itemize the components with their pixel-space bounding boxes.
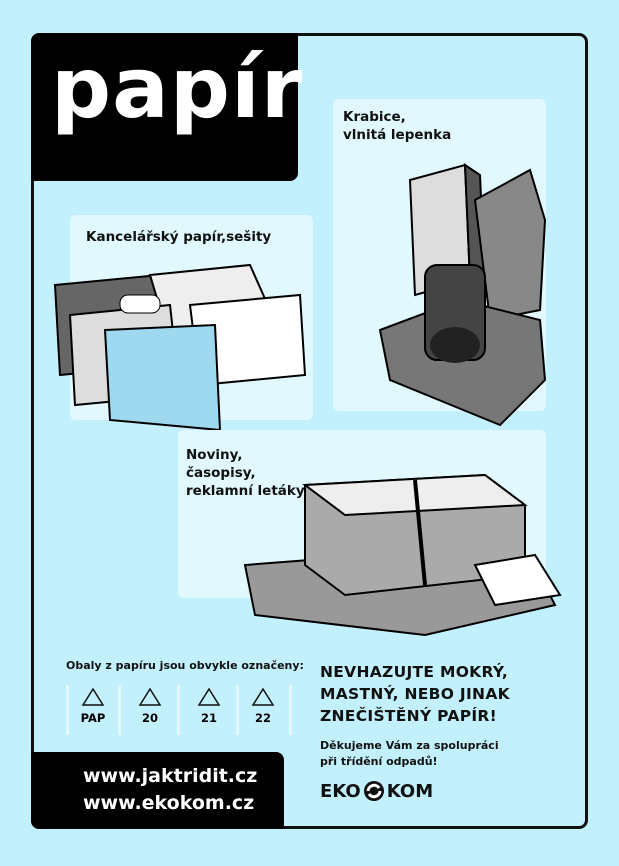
warning-text: NEVHAZUJTE MOKRÝ, MASTNÝ, NEBO JINAK ZNE… — [320, 661, 510, 727]
label-line: Krabice, — [343, 109, 406, 125]
divider — [289, 685, 292, 735]
green-dot-icon — [363, 781, 384, 801]
label-boxes: Krabice, vlnitá lepenka — [343, 108, 451, 144]
recycling-triangle-icon — [138, 687, 162, 706]
mark-code: 22 — [254, 711, 271, 725]
recycling-mark-20: 20 — [127, 685, 173, 735]
thanks-text: Děkujeme Vám za spolupráci při třídění o… — [320, 738, 499, 770]
warning-line: MASTNÝ, NEBO JINAK — [320, 685, 510, 703]
divider — [118, 685, 121, 735]
mark-code: PAP — [80, 711, 106, 725]
boxes-illustration — [378, 163, 547, 427]
recycling-mark-21: 21 — [186, 685, 232, 735]
label-office: Kancelářský papír,sešity — [86, 229, 272, 245]
warning-line: ZNEČIŠTĚNÝ PAPÍR! — [320, 707, 498, 725]
recycling-triangle-icon — [197, 687, 221, 706]
mark-code: 20 — [141, 711, 158, 725]
recycling-mark-pap: PAP — [70, 685, 116, 735]
logo-text: KOM — [386, 780, 434, 802]
recycling-triangle-icon — [81, 687, 105, 706]
mark-code: 21 — [200, 711, 217, 725]
divider — [177, 685, 180, 735]
label-line: vlnitá lepenka — [343, 127, 452, 143]
newspapers-illustration — [243, 473, 562, 637]
label-newspapers: Noviny, časopisy, reklamní letáky — [186, 446, 305, 500]
thanks-line: Děkujeme Vám za spolupráci — [320, 739, 499, 752]
website-link[interactable]: www.ekokom.cz — [83, 792, 255, 814]
ekokom-logo: EKO KOM — [320, 780, 433, 802]
divider — [66, 685, 69, 735]
warning-line: NEVHAZUJTE MOKRÝ, — [320, 663, 509, 681]
logo-text: EKO — [320, 780, 361, 802]
label-line: Noviny, — [186, 447, 243, 463]
websites-block: www.jaktridit.cz www.ekokom.cz — [31, 752, 284, 829]
recycling-marks-label: Obaly z papíru jsou obvykle označeny: — [66, 659, 304, 672]
divider — [236, 685, 239, 735]
label-line: časopisy, — [186, 465, 256, 481]
office-paper-illustration — [53, 263, 307, 432]
recycling-mark-22: 22 — [240, 685, 286, 735]
thanks-line: při třídění odpadů! — [320, 755, 438, 768]
poster-title: papír — [31, 33, 302, 181]
label-line: reklamní letáky — [186, 483, 305, 499]
website-link[interactable]: www.jaktridit.cz — [83, 765, 258, 787]
recycling-triangle-icon — [251, 687, 275, 706]
